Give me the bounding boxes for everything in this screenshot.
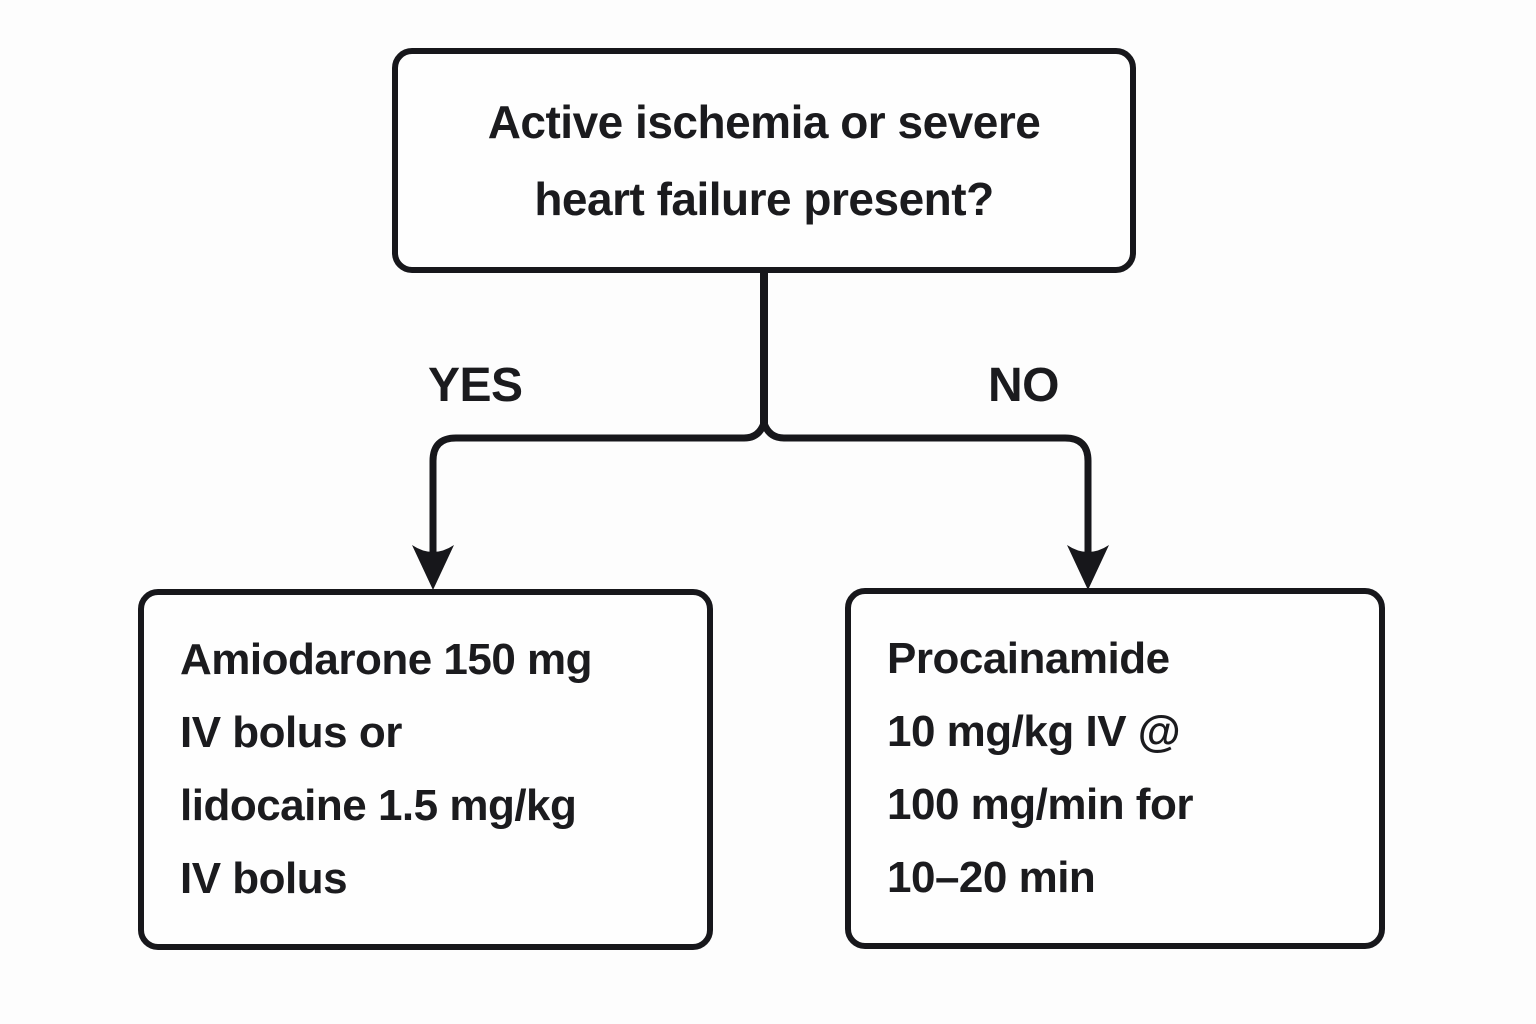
yes-branch-line [429,421,768,557]
outcome-no-line3: 100 mg/min for [887,780,1193,829]
no-branch-label: NO [988,359,1060,412]
outcome-box-yes: Amiodarone 150 mg IV bolus or lidocaine … [138,589,713,950]
decision-text-line1: Active ischemia or severe [487,95,1041,148]
outcome-yes-line2: IV bolus or [180,708,402,757]
no-branch-line [760,421,1092,557]
outcome-box-no: Procainamide 10 mg/kg IV @ 100 mg/min fo… [845,588,1385,949]
outcome-no-line4: 10–20 min [887,853,1096,902]
yes-branch-label: YES [428,359,523,412]
outcome-yes-line1: Amiodarone 150 mg [180,635,593,684]
no-arrowhead-icon [1067,545,1109,590]
outcome-yes-line4: IV bolus [180,854,348,903]
outcome-no-line2: 10 mg/kg IV @ [887,707,1181,756]
outcome-no-line1: Procainamide [887,634,1170,683]
decision-text-line2: heart failure present? [534,172,994,225]
outcome-yes-line3: lidocaine 1.5 mg/kg [180,781,577,830]
decision-box: Active ischemia or severe heart failure … [392,48,1136,273]
yes-arrowhead-icon [412,545,454,590]
